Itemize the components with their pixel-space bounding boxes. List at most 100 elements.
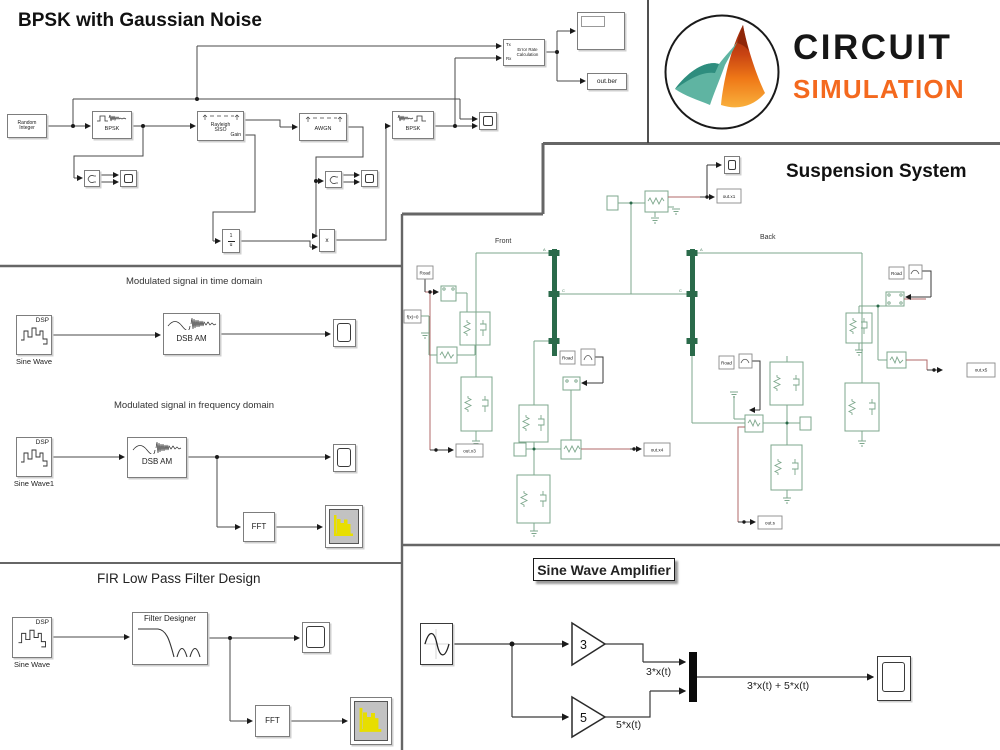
scope-screen <box>123 173 133 183</box>
gain-3-block[interactable]: 3 <box>571 621 607 667</box>
scope-block[interactable] <box>724 156 740 174</box>
matlab-logo <box>664 14 780 130</box>
sine-wave1-dsp-block[interactable]: DSP <box>16 437 52 477</box>
svg-text:Back: Back <box>760 234 776 241</box>
out-x1-block[interactable] <box>716 188 742 204</box>
fft-block[interactable]: FFT <box>243 512 275 542</box>
signal-label-3x: 3*x(t) <box>646 666 672 678</box>
scope-block[interactable] <box>302 622 330 653</box>
sine-wave-source-block[interactable] <box>420 623 453 665</box>
freq-domain-annotation: Modulated signal in frequency domain <box>114 400 275 411</box>
lowpass-response-icon <box>138 628 201 657</box>
display-readout <box>581 16 605 27</box>
road-block[interactable] <box>559 350 576 365</box>
suspension-sd-blocks[interactable] <box>436 190 907 460</box>
spectrum-analyzer-block[interactable] <box>325 505 363 548</box>
svg-text:out.x3: out.x3 <box>463 449 476 454</box>
bpsk-junction-dots <box>71 50 559 183</box>
scope-block[interactable] <box>479 112 497 130</box>
reciprocal-block[interactable]: 1 u <box>222 229 240 253</box>
suspension-diagram: A A C C <box>403 165 996 537</box>
road-block[interactable] <box>718 355 735 370</box>
svg-text:f(x)=0: f(x)=0 <box>407 315 419 320</box>
signal-label-5x: 5*x(t) <box>616 719 642 731</box>
dsb-am-modulator-block[interactable]: DSB AM <box>163 313 220 355</box>
display-block[interactable] <box>577 12 625 50</box>
gain-3-value: 3 <box>580 638 587 652</box>
svg-text:out.x5: out.x5 <box>975 368 988 373</box>
dsp-signal-icon <box>21 449 48 467</box>
block-caption: Sine Wave1 <box>13 479 55 488</box>
sine-wave-dsp-block[interactable]: DSP <box>16 315 52 355</box>
amplifier-panel-title: Sine Wave Amplifier <box>533 558 675 581</box>
road-block[interactable] <box>888 266 905 280</box>
filter-designer-block[interactable]: Filter Designer <box>132 612 208 665</box>
suspension-gray-blocks: Road Road Road Road f(x)=0 out.x1 out.x3… <box>403 188 996 530</box>
road-block[interactable] <box>416 265 434 280</box>
svg-text:A: A <box>543 247 546 252</box>
awgn-block[interactable]: AWGN <box>299 113 347 141</box>
scope-block[interactable] <box>333 444 356 472</box>
scope-screen <box>337 323 351 342</box>
scope-screen <box>727 159 736 170</box>
sensor-block[interactable] <box>908 264 923 280</box>
random-integer-block[interactable]: Random Integer <box>7 114 47 138</box>
logo-line-simulation: SIMULATION <box>793 74 965 104</box>
mux-block[interactable] <box>689 652 697 702</box>
sine-wave-dsp-block[interactable]: DSP <box>12 617 52 658</box>
svg-text:out.x1: out.x1 <box>723 194 736 199</box>
svg-text:A: A <box>700 247 703 252</box>
error-rate-calculation-block[interactable]: Tx Rx Error Rate Calculation <box>503 39 545 66</box>
fft-block[interactable]: FFT <box>255 705 290 737</box>
scope-block[interactable] <box>333 319 356 347</box>
suspension-signal-wires <box>424 165 943 525</box>
out-s-block[interactable] <box>757 515 783 530</box>
sensor-glyphs <box>583 269 920 364</box>
out-x3-block[interactable] <box>455 443 484 458</box>
spectrum-histogram-icon <box>359 707 382 732</box>
gain-port-label: Gain <box>230 131 241 138</box>
bpsk-modulator-block[interactable]: BPSK <box>92 111 132 139</box>
sine-wave-icon <box>424 629 450 659</box>
dsp-signal-icon <box>21 327 48 345</box>
sensor-block[interactable] <box>738 353 753 369</box>
rayleigh-siso-block[interactable]: Rayleigh SISO Gain <box>197 111 244 141</box>
time-domain-annotation: Modulated signal in time domain <box>126 276 263 287</box>
bpsk-panel-title: BPSK with Gaussian Noise <box>18 10 262 31</box>
scope-screen <box>364 173 374 183</box>
spectrum-screen <box>354 701 388 741</box>
out-ber-block[interactable]: out.ber <box>587 73 627 90</box>
dsp-signal-icon <box>18 629 46 648</box>
suspension-green-wires <box>421 201 888 531</box>
scope-block[interactable] <box>120 170 137 187</box>
complex-split-block[interactable] <box>84 170 100 187</box>
solver-block[interactable] <box>403 309 422 324</box>
logo-line-circuit: CIRCUIT <box>793 28 953 67</box>
complex-split-block[interactable] <box>325 171 342 188</box>
sensor-block[interactable] <box>580 348 596 366</box>
scope-block[interactable] <box>877 656 911 701</box>
gain-5-block[interactable]: 5 <box>571 695 607 739</box>
out-x5-block[interactable] <box>966 362 996 378</box>
spectrum-histogram-icon <box>334 515 353 536</box>
gain-5-value: 5 <box>580 711 587 725</box>
spectrum-analyzer-block[interactable] <box>350 697 392 745</box>
modulated-wires <box>52 331 331 530</box>
product-block[interactable]: x <box>319 229 335 252</box>
out-x4-block[interactable] <box>643 442 671 457</box>
amplifier-wires <box>453 640 875 721</box>
svg-text:C: C <box>562 288 565 293</box>
scope-screen <box>882 662 905 692</box>
tx-port-label: Tx <box>506 42 511 47</box>
svg-text:out.x4: out.x4 <box>651 448 664 453</box>
suspension-loops[interactable] <box>459 311 880 524</box>
dsb-am-modulator-block[interactable]: DSB AM <box>127 437 187 478</box>
bpsk-demodulator-block[interactable]: BPSK <box>392 111 434 139</box>
complex-split-icon <box>329 175 338 184</box>
signal-label-sum: 3*x(t) + 5*x(t) <box>747 680 810 692</box>
scope-block[interactable] <box>361 170 378 187</box>
svg-text:Road: Road <box>721 361 732 366</box>
